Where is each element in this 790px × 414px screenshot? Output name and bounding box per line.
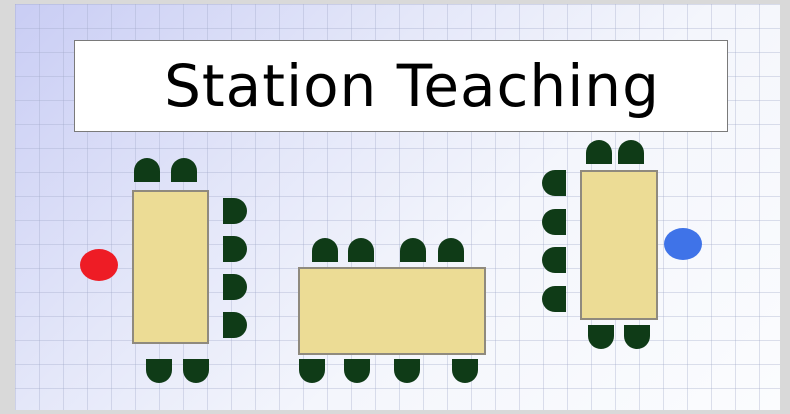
chair-station1-bottom-1 [146, 359, 172, 383]
chair-station2-bottom-2 [344, 359, 370, 383]
slide-canvas: Station Teaching [15, 4, 780, 410]
teacher-dot-blue [664, 228, 702, 260]
chair-station3-bottom-1 [588, 325, 614, 349]
chair-station3-left-3 [542, 247, 566, 273]
chair-station3-bottom-2 [624, 325, 650, 349]
chair-station2-bottom-1 [299, 359, 325, 383]
title-box: Station Teaching [74, 40, 728, 132]
chair-station1-right-2 [223, 236, 247, 262]
chair-station2-top-4 [438, 238, 464, 262]
chair-station3-top-1 [586, 140, 612, 164]
chair-station1-top-2 [171, 158, 197, 182]
chair-station2-bottom-4 [452, 359, 478, 383]
chair-station1-bottom-2 [183, 359, 209, 383]
chair-station2-top-2 [348, 238, 374, 262]
chair-station1-right-1 [223, 198, 247, 224]
slide-title: Station Teaching [164, 52, 660, 120]
table-station1 [132, 190, 209, 344]
chair-station2-top-3 [400, 238, 426, 262]
chair-station3-left-1 [542, 170, 566, 196]
chair-station2-top-1 [312, 238, 338, 262]
chair-station1-top-1 [134, 158, 160, 182]
chair-station2-bottom-3 [394, 359, 420, 383]
chair-station3-left-4 [542, 286, 566, 312]
chair-station1-right-4 [223, 312, 247, 338]
chair-station1-right-3 [223, 274, 247, 300]
table-station2 [298, 267, 486, 355]
table-station3 [580, 170, 658, 320]
chair-station3-top-2 [618, 140, 644, 164]
teacher-dot-red [80, 249, 118, 281]
chair-station3-left-2 [542, 209, 566, 235]
